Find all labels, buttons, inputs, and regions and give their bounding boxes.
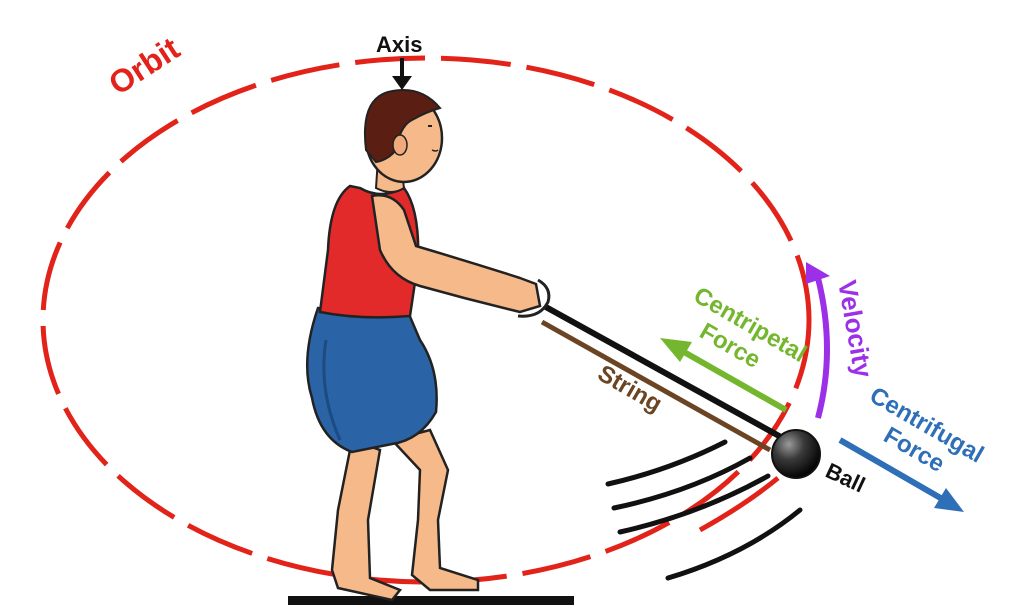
axis-arrow [392, 58, 412, 90]
centrifugal-arrow [838, 437, 964, 512]
centripetal-arrow [660, 338, 788, 413]
ground-platform [288, 596, 574, 605]
orbit-segment [698, 476, 780, 533]
label-velocity: Velocity [832, 278, 879, 381]
string-line [540, 319, 772, 453]
front-leg [389, 428, 480, 592]
label-ball: Ball [822, 458, 869, 498]
label-orbit: Orbit [102, 30, 186, 102]
label-axis: Axis [376, 32, 422, 57]
arm [370, 194, 542, 314]
orbit-path [40, 55, 812, 585]
back-leg [330, 438, 403, 602]
hair [364, 89, 442, 164]
motion-lines [605, 439, 803, 581]
handle-wire [542, 303, 792, 445]
shorts [305, 306, 438, 454]
athlete-figure [305, 89, 551, 602]
handle-grip [517, 278, 551, 318]
ball [771, 429, 821, 479]
velocity-arrow [806, 262, 830, 419]
